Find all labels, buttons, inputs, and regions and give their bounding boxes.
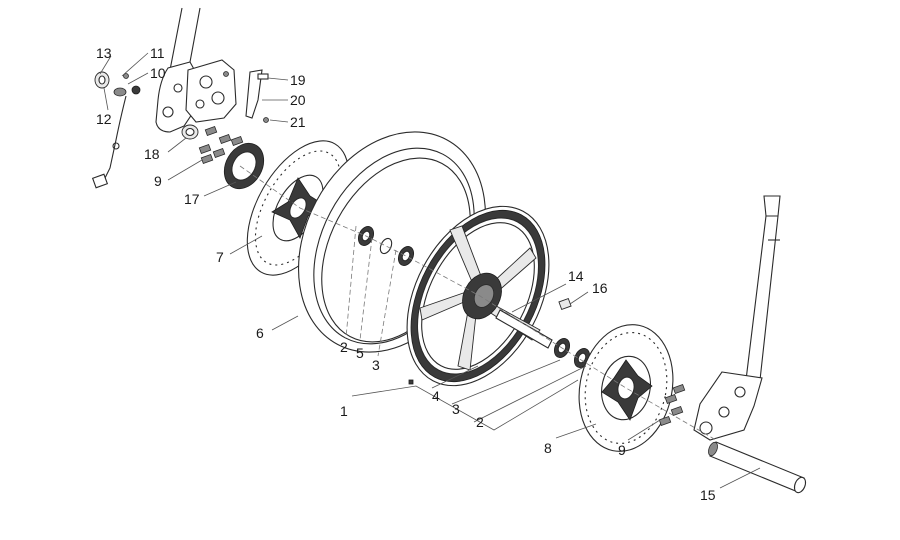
- spacer-18: [181, 124, 199, 140]
- assembly-lines: [239, 165, 717, 441]
- callout-13: 13: [96, 45, 112, 61]
- bushing-16: [558, 297, 572, 311]
- brake-pad-parts: [245, 69, 269, 123]
- callouts: 13 11 10 12 19 20 21 18 9 17 7 6 2 5 3 1…: [96, 45, 716, 503]
- callout-19: 19: [290, 72, 306, 88]
- callout-11: 11: [150, 45, 165, 61]
- valve-mark: [408, 379, 414, 385]
- callout-1: 1: [340, 403, 348, 419]
- right-fork-leg: [693, 195, 781, 441]
- callout-18: 18: [144, 146, 160, 162]
- callout-2-right: 2: [476, 414, 484, 430]
- right-brake-disc: [578, 324, 674, 452]
- callout-17: 17: [184, 191, 200, 207]
- speed-sensor-parts: [94, 71, 141, 97]
- callout-16: 16: [592, 280, 608, 296]
- callout-7: 7: [216, 249, 224, 265]
- speed-sensor-cable: [91, 95, 127, 189]
- hub-spacer-tube: [495, 309, 553, 349]
- callout-3-left: 3: [372, 357, 380, 373]
- callout-6: 6: [256, 325, 264, 341]
- callout-9-right: 9: [618, 442, 626, 458]
- callout-15: 15: [700, 487, 716, 503]
- callout-12: 12: [96, 111, 112, 127]
- callout-3-right: 3: [452, 401, 460, 417]
- callout-2-left: 2: [340, 339, 348, 355]
- callout-20: 20: [290, 92, 306, 108]
- callout-9-left: 9: [154, 173, 162, 189]
- callout-14: 14: [568, 268, 584, 284]
- callout-5: 5: [356, 345, 364, 361]
- disc-bolts-right: [658, 383, 686, 427]
- disc-bolts-left: [198, 125, 244, 165]
- left-brake-caliper: [185, 59, 237, 123]
- wheel-axle: [708, 441, 807, 494]
- callout-21: 21: [290, 114, 306, 130]
- leader-lines: [99, 52, 761, 489]
- callout-4: 4: [432, 388, 440, 404]
- callout-8: 8: [544, 440, 552, 456]
- callout-10: 10: [150, 65, 166, 81]
